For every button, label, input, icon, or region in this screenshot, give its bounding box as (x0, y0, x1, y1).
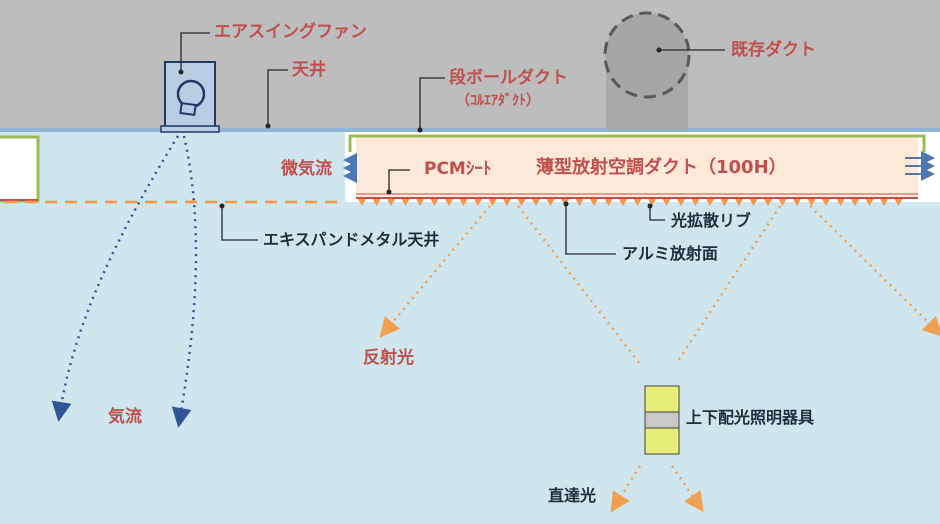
thin-radiant-duct (348, 134, 926, 199)
rib-triangle (430, 199, 439, 206)
label-pcm-sheet: PCMｼｰﾄ (424, 159, 492, 179)
light-fixture (644, 385, 680, 455)
label-aluminum-surface: アルミ放射面 (622, 244, 718, 263)
rib-triangle (372, 199, 381, 206)
rib-triangle (445, 199, 453, 206)
micro-airflow-arrows-left (343, 153, 357, 183)
rib-triangle (401, 199, 410, 206)
label-direct-light: 直達光 (548, 486, 597, 505)
rib-triangle (474, 199, 482, 206)
rib-triangle (590, 199, 598, 206)
label-cardboard-duct: 段ボールダクト (449, 68, 568, 88)
air-swing-fan (160, 61, 220, 133)
reflected-light-lines (379, 205, 940, 365)
rib-triangle (735, 199, 743, 206)
rib-triangle (619, 199, 627, 206)
rib-triangle (720, 199, 729, 206)
rib-triangle (633, 199, 642, 206)
direct-light-lines (610, 465, 704, 513)
existing-duct (603, 11, 691, 130)
rib-triangle (604, 199, 613, 206)
rib-triangle (575, 199, 584, 206)
rib-triangle (532, 199, 540, 206)
label-airflow: 気流 (108, 407, 142, 427)
label-micro-airflow: 微気流 (281, 159, 332, 179)
rib-triangle (706, 199, 714, 206)
label-light-diffusion-rib: 光拡散リブ (671, 211, 752, 230)
ceiling-line (0, 128, 940, 132)
rib-triangle (822, 199, 830, 206)
rib-triangle (691, 199, 700, 206)
leader-lines (180, 32, 725, 255)
rib-triangle (764, 199, 772, 206)
rib-triangle (851, 199, 859, 206)
rib-triangle (459, 199, 468, 206)
label-air-swing-fan: エアスイングファン (214, 22, 367, 42)
rib-triangle (894, 199, 903, 206)
ceiling-void (0, 0, 940, 130)
rib-triangle (517, 199, 526, 206)
rib-triangle (416, 199, 424, 206)
airflow-curve-left (51, 135, 180, 422)
rib-triangle (488, 199, 497, 206)
label-reflected-light: 反射光 (363, 348, 414, 368)
rib-triangle (677, 199, 685, 206)
rib-triangle (387, 199, 395, 206)
label-cardboard-duct-sub: （ｺﾙｴｱﾀﾞｸﾄ） (456, 93, 540, 109)
label-fixture: 上下配光照明器具 (686, 408, 815, 427)
rib-triangle (793, 199, 801, 206)
rib-triangle (358, 199, 366, 206)
rib-triangle (749, 199, 758, 206)
rib-triangle (880, 199, 888, 206)
micro-airflow-arrows-right (905, 151, 935, 181)
rib-triangle (662, 199, 671, 206)
airflow-curve-right (171, 135, 198, 428)
label-expanded-metal-ceiling: エキスパンドメタル天井 (263, 230, 440, 249)
rib-triangle (865, 199, 874, 206)
rib-triangle (546, 199, 555, 206)
rib-triangle (778, 199, 787, 206)
label-thin-duct: 薄型放射空調ダクト（100H） (536, 157, 787, 178)
left-duct-fragment (0, 135, 40, 203)
rib-triangle (807, 199, 816, 206)
label-ceiling: 天井 (292, 60, 326, 80)
leader-dots (178, 47, 662, 209)
rib-triangle (648, 199, 656, 206)
light-diffusion-ribs (358, 199, 903, 206)
rib-triangle (503, 199, 511, 206)
label-existing-duct: 既存ダクト (731, 40, 816, 60)
rib-triangle (836, 199, 845, 206)
